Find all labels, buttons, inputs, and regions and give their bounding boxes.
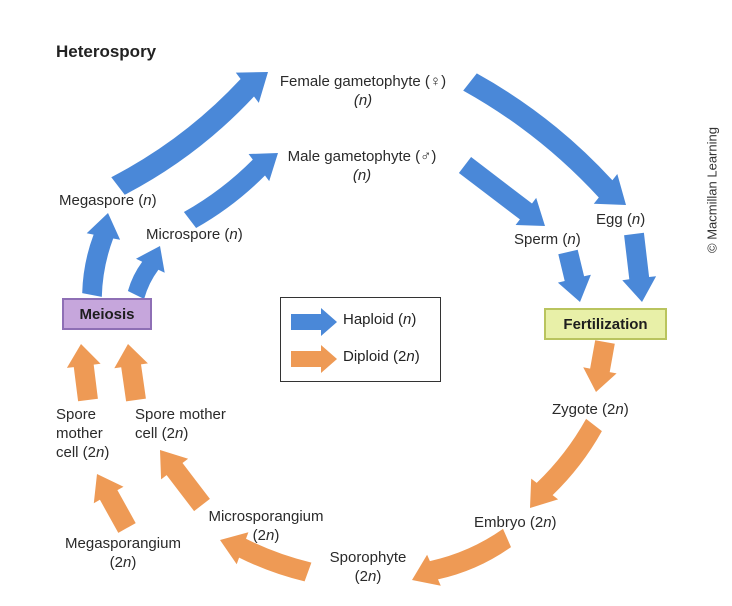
microsporangium-label: Microsporangium (2n) xyxy=(208,508,324,544)
sporophyte-label: Sporophyte (2n) xyxy=(329,549,407,585)
legend-diploid-arrow xyxy=(291,345,337,373)
arrow-microsporangium-to-spore-mother-cell xyxy=(160,450,210,512)
diagram-title: Heterospory xyxy=(56,42,157,61)
female-gametophyte-label: Female gametophyte (♀) (n) xyxy=(279,73,447,109)
embryo-label: Embryo (2n) xyxy=(474,514,557,531)
megasporangium-label: Megasporangium (2n) xyxy=(65,535,181,571)
legend-diploid-label: Diploid (2n) xyxy=(343,348,420,365)
meiosis-box: Meiosis xyxy=(62,298,152,330)
arrow-meiosis-to-megaspore xyxy=(82,213,121,297)
arrow-sporophyte-to-microsporangium xyxy=(220,532,312,582)
arrow-spore-mother-cell-to-meiosis-right xyxy=(114,344,148,402)
male-gametophyte-label: Male gametophyte (♂) (n) xyxy=(287,148,437,184)
arrow-megaspore-to-female-gametophyte xyxy=(111,72,268,195)
arrow-female-gametophyte-to-egg xyxy=(463,73,626,206)
arrow-sperm-to-fertilization xyxy=(557,249,591,302)
egg-label: Egg (n) xyxy=(596,211,646,228)
legend-haploid-arrow xyxy=(291,308,337,336)
fertilization-box: Fertilization xyxy=(544,308,667,340)
sperm-label: Sperm (n) xyxy=(514,231,581,248)
spore-mother-cell-right-label: Spore mother cell (2n) xyxy=(135,406,226,442)
legend-haploid-label: Haploid (n) xyxy=(343,311,417,328)
arrow-megasporangium-to-spore-mother-cell xyxy=(93,474,136,533)
arrow-embryo-to-sporophyte xyxy=(412,528,511,586)
arrow-microspore-to-male-gametophyte xyxy=(183,153,278,228)
arrow-spore-mother-cell-to-meiosis-left xyxy=(66,344,101,402)
arrow-meiosis-to-microspore xyxy=(127,246,165,299)
megaspore-label: Megaspore (n) xyxy=(59,192,157,209)
legend-arrows xyxy=(291,308,337,373)
microspore-label: Microspore (n) xyxy=(146,226,243,243)
spore-mother-cell-left-label: Spore mother cell (2n) xyxy=(56,406,110,461)
arrow-egg-to-fertilization xyxy=(622,232,657,302)
zygote-label: Zygote (2n) xyxy=(552,401,629,418)
arrow-zygote-to-embryo xyxy=(530,418,602,508)
legend: Haploid (n) Diploid (2n) xyxy=(280,297,441,382)
arrow-fertilization-to-zygote xyxy=(583,340,617,392)
arrow-male-gametophyte-to-sperm xyxy=(458,157,545,226)
